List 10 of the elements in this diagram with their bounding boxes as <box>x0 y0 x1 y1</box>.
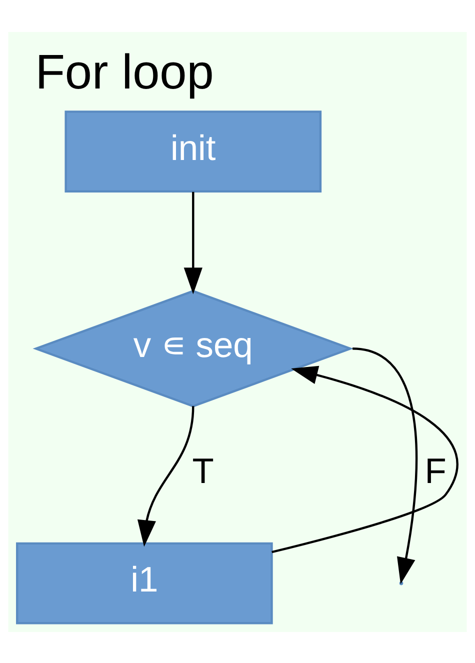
node-box: init <box>64 110 322 192</box>
arrow <box>272 365 458 553</box>
arrow <box>352 347 418 584</box>
edge-label: F <box>424 450 446 491</box>
diagram-title: For loop <box>35 45 214 100</box>
arrow <box>184 191 202 294</box>
arrow <box>137 406 194 546</box>
node-diamond: v ∊ seq <box>32 289 354 407</box>
edge-label: T <box>192 450 214 491</box>
node-box: i1 <box>16 542 273 624</box>
